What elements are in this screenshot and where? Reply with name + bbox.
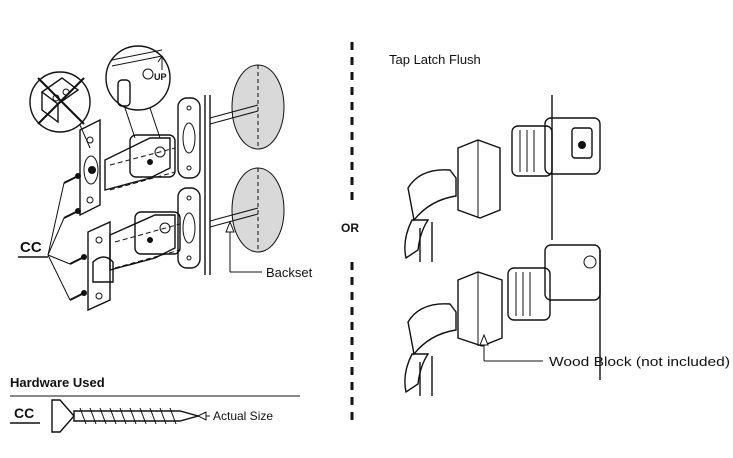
- left-panel: CC UP Backset: [18, 45, 313, 312]
- wood-block-callout: Wood Block (not included): [479, 333, 730, 369]
- hardware-cc-label: CC: [14, 405, 34, 421]
- cc-pointer-lines: [47, 182, 71, 301]
- or-label: OR: [341, 221, 359, 235]
- bore-hole-upper: [209, 64, 285, 150]
- right-panel-title: Tap Latch Flush: [389, 52, 481, 67]
- wood-block-icon: [457, 139, 501, 219]
- strike-plate-icon: [177, 187, 201, 269]
- hammer-icon: [404, 169, 457, 262]
- backset-label: Backset: [266, 265, 313, 280]
- latch-icon: [109, 211, 181, 271]
- latch-icon: [104, 134, 176, 191]
- divider: OR: [341, 42, 359, 425]
- zoom-detail-circle: UP: [105, 45, 171, 111]
- screw-icon: [69, 290, 87, 301]
- latch-icon: [507, 244, 601, 321]
- faceplate-upper: [79, 118, 101, 217]
- screw-icon: [69, 254, 87, 265]
- strike-plate-icon: [177, 97, 201, 179]
- backset-callout: Backset: [225, 220, 313, 280]
- bore-hole-lower: [209, 167, 285, 253]
- wood-block-label: Wood Block (not included): [549, 354, 730, 369]
- faceplate-lower: [87, 220, 114, 312]
- door-frame: [204, 95, 211, 275]
- screw-icon: [51, 399, 210, 433]
- cc-label: CC: [20, 239, 42, 256]
- hammer-icon: [404, 303, 457, 396]
- hardware-title: Hardware Used: [10, 375, 105, 390]
- screw-icon: [63, 173, 81, 184]
- screw-icon: [63, 208, 81, 219]
- prohibited-icon: [29, 71, 91, 133]
- actual-size-label: Actual Size: [213, 409, 273, 423]
- svg-text:UP: UP: [154, 72, 167, 82]
- latch-icon: [511, 117, 601, 177]
- hardware-section: Hardware Used CC Actual Size: [10, 375, 300, 433]
- right-panel: Tap Latch Flush: [389, 52, 730, 396]
- wood-block-icon: [457, 271, 503, 347]
